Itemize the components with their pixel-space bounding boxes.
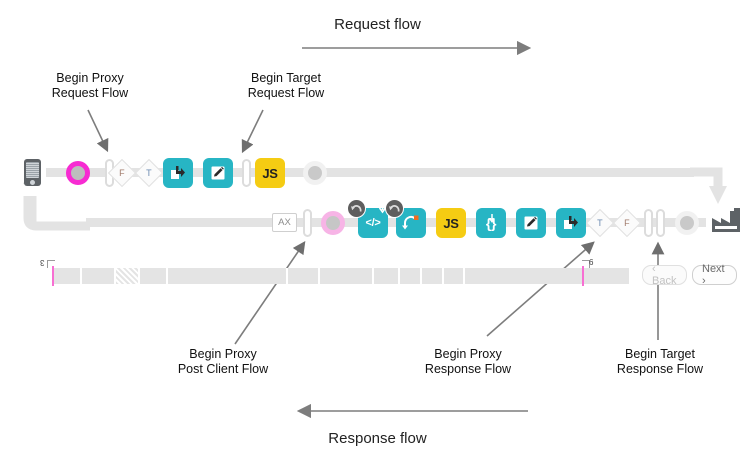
fault-rule-badge[interactable] bbox=[347, 199, 366, 218]
timeline-marker-start[interactable] bbox=[52, 266, 54, 286]
policy-xml-json-label: </> bbox=[365, 217, 381, 229]
condition-diamond-f[interactable]: F bbox=[612, 208, 642, 238]
request-to-target-arrowhead bbox=[709, 186, 727, 204]
condition-diamond-t[interactable]: T bbox=[134, 158, 164, 188]
leader-begin-target-request bbox=[241, 109, 264, 154]
callout-line-1: Begin Proxy bbox=[189, 347, 257, 361]
response-to-client-path bbox=[23, 196, 90, 231]
response-end-ring[interactable] bbox=[675, 211, 699, 235]
policy-javascript-label: JS bbox=[443, 215, 459, 231]
service-callout-icon bbox=[171, 166, 185, 179]
timeline-right-bracket bbox=[582, 260, 590, 268]
download-arrow-icon bbox=[488, 214, 495, 223]
assign-message-icon bbox=[211, 166, 225, 180]
assign-message-icon bbox=[524, 216, 538, 230]
service-callout-icon bbox=[564, 216, 578, 229]
flow-separator-pill[interactable] bbox=[303, 209, 312, 237]
timeline-track[interactable] bbox=[52, 268, 629, 284]
timeline-divider bbox=[286, 268, 288, 284]
policy-assign-message[interactable] bbox=[516, 208, 546, 238]
mobile-phone-icon bbox=[24, 159, 41, 186]
timeline-marker-end[interactable] bbox=[582, 266, 584, 286]
timeline-hatched-segment bbox=[116, 268, 138, 284]
phone-screen bbox=[26, 162, 39, 178]
fault-rule-badge[interactable] bbox=[385, 199, 404, 218]
response-flow-title: Response flow bbox=[328, 430, 427, 447]
policy-assign-message[interactable] bbox=[203, 158, 233, 188]
policy-javascript[interactable]: JS bbox=[436, 208, 466, 238]
timeline-divider bbox=[114, 268, 116, 284]
leader-begin-proxy-post-client bbox=[234, 241, 306, 345]
callout-line-1: Begin Target bbox=[251, 71, 321, 85]
leader-begin-proxy-response bbox=[486, 241, 595, 337]
timeline-divider bbox=[318, 268, 320, 284]
timeline-divider bbox=[420, 268, 422, 284]
timeline-divider bbox=[463, 268, 465, 284]
policy-json-threat[interactable]: {} bbox=[476, 208, 506, 238]
timeline-divider bbox=[372, 268, 374, 284]
raise-fault-icon bbox=[402, 215, 419, 230]
callout-begin-target-request: Begin Target Request Flow bbox=[196, 71, 376, 101]
callout-line-2: Post Client Flow bbox=[177, 362, 269, 376]
request-end-ring[interactable] bbox=[303, 161, 327, 185]
callout-begin-target-response: Begin Target Response Flow bbox=[570, 347, 750, 377]
callout-begin-proxy-post-client: Begin Proxy Post Client Flow bbox=[133, 347, 313, 377]
callout-begin-proxy-request: Begin Proxy Request Flow bbox=[0, 71, 180, 101]
condition-diamond-t[interactable]: T bbox=[585, 208, 615, 238]
policy-service-callout[interactable] bbox=[556, 208, 586, 238]
condition-diamond-label: F bbox=[624, 218, 630, 228]
next-button[interactable]: Next › bbox=[692, 263, 737, 287]
timeline-divider bbox=[138, 268, 140, 284]
timeline-divider bbox=[398, 268, 400, 284]
response-start-ring[interactable] bbox=[321, 211, 345, 235]
condition-diamond-label: T bbox=[597, 218, 603, 228]
policy-service-callout[interactable] bbox=[163, 158, 193, 188]
timeline-left-tag: 3 bbox=[40, 258, 45, 267]
flow-separator-pill[interactable] bbox=[656, 209, 665, 237]
phone-home-button bbox=[30, 180, 35, 185]
request-flow-title: Request flow bbox=[334, 16, 421, 33]
target-server-icon bbox=[712, 208, 740, 232]
leader-begin-proxy-request bbox=[87, 109, 109, 153]
timeline-divider bbox=[166, 268, 168, 284]
request-to-target-connector bbox=[690, 167, 723, 192]
policy-analytics-ax[interactable]: AX bbox=[272, 213, 297, 232]
timeline-divider bbox=[80, 268, 82, 284]
callout-line-1: Begin Target bbox=[625, 347, 695, 361]
timeline-left-bracket bbox=[47, 260, 55, 268]
download-arrow-icon bbox=[378, 204, 387, 214]
callout-begin-proxy-response: Begin Proxy Response Flow bbox=[378, 347, 558, 377]
policy-javascript-label: JS bbox=[262, 165, 278, 181]
back-button[interactable]: ‹ Back bbox=[642, 263, 687, 287]
callout-line-2: Response Flow bbox=[616, 362, 704, 376]
timeline-divider bbox=[442, 268, 444, 284]
callout-line-1: Begin Proxy bbox=[56, 71, 124, 85]
request-start-ring[interactable] bbox=[66, 161, 90, 185]
rewind-arrow-icon bbox=[351, 205, 362, 212]
timeline-right-tag: 6 bbox=[589, 258, 594, 267]
policy-analytics-ax-label: AX bbox=[278, 217, 291, 228]
rewind-arrow-icon bbox=[389, 205, 400, 212]
flow-separator-pill[interactable] bbox=[644, 209, 653, 237]
callout-line-2: Request Flow bbox=[247, 86, 325, 100]
callout-line-2: Request Flow bbox=[51, 86, 129, 100]
condition-diamond-label: F bbox=[119, 168, 125, 178]
callout-line-2: Response Flow bbox=[424, 362, 512, 376]
policy-json-threat-label: {} bbox=[485, 215, 497, 231]
condition-diamond-label: T bbox=[146, 168, 152, 178]
callout-line-1: Begin Proxy bbox=[434, 347, 502, 361]
policy-javascript[interactable]: JS bbox=[255, 158, 285, 188]
flow-separator-pill[interactable] bbox=[242, 159, 251, 187]
request-flow-rail bbox=[46, 168, 694, 177]
